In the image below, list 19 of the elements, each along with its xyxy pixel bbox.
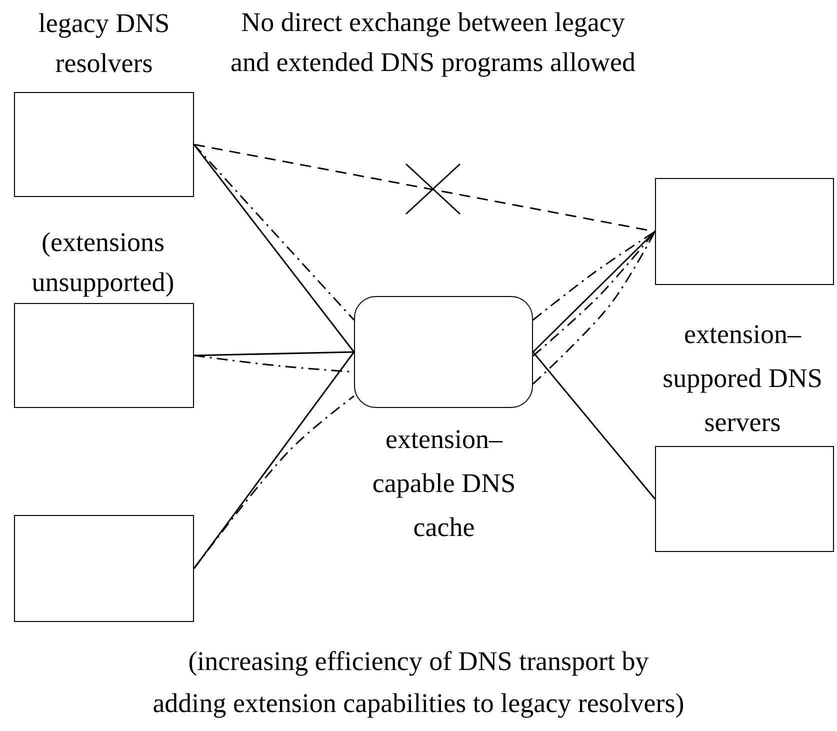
empty-box bbox=[655, 178, 834, 285]
note-text: No direct exchange between legacy and extended DNS programs allowed bbox=[230, 6, 636, 79]
note-text: extension– suppored DNS servers bbox=[662, 318, 824, 439]
connector-line bbox=[193, 144, 355, 352]
node-caption: legacy DNS resolvers bbox=[37, 7, 171, 80]
empty-box bbox=[14, 515, 194, 622]
connector-line bbox=[194, 351, 354, 356]
connector-line bbox=[193, 352, 355, 569]
caption-text: (increasing efficiency of DNS transport by adding extension capabilities to legacy resolvers) bbox=[152, 645, 686, 720]
dashed-connector bbox=[194, 144, 656, 232]
note-text: (extensions unsupported) bbox=[30, 226, 176, 299]
empty-box bbox=[14, 303, 194, 408]
empty-box bbox=[655, 446, 834, 552]
connector-line bbox=[532, 352, 656, 500]
dashed-connector bbox=[532, 231, 656, 385]
dashed-connector bbox=[532, 230, 656, 321]
dashed-connector bbox=[193, 144, 355, 320]
dashed-connector bbox=[193, 395, 354, 569]
node-caption: extension– capable DNS cache bbox=[371, 423, 517, 544]
